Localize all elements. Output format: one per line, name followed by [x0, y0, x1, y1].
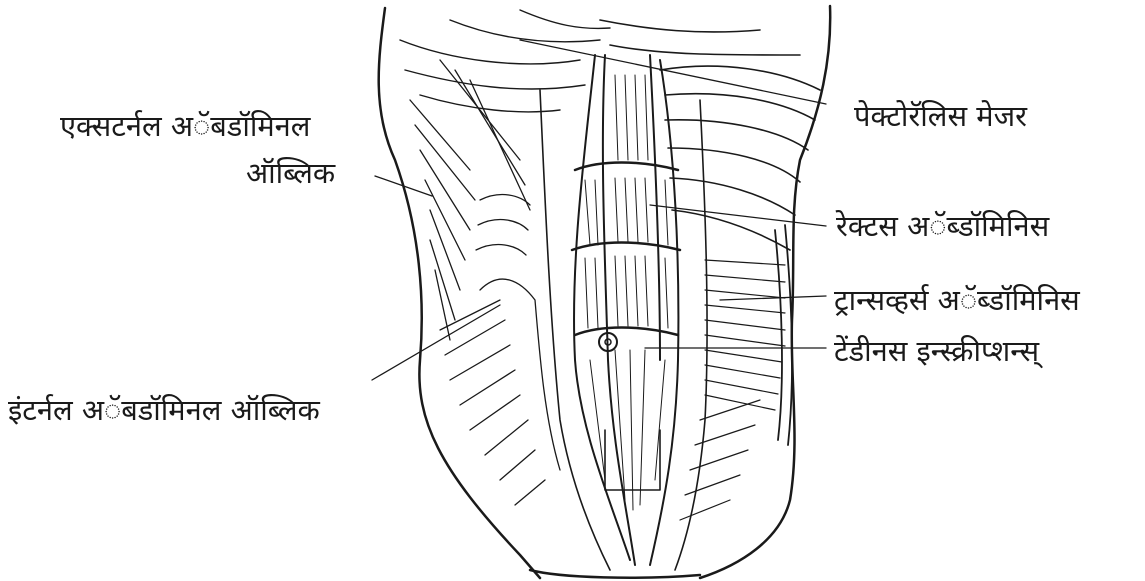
- transversus-abdominis-fibres: [705, 225, 792, 445]
- label-tendinous-inscriptions: टेंडीनस इन्स्क्रीप्शन्स्: [834, 333, 1039, 369]
- label-transversus-abdominis: ट्रान्सव्हर्स अॅब्डॉमिनिस: [834, 282, 1080, 318]
- internal-oblique-fibres: [440, 279, 560, 505]
- rectus-abdominis: [572, 55, 680, 565]
- label-external-oblique-line2: ऑब्लिक: [246, 155, 335, 191]
- label-external-oblique-line1: एक्सटर्नल अॅबडॉमिनल: [60, 108, 310, 144]
- pectoralis-major-left: [400, 10, 610, 112]
- external-oblique-fibres: [410, 60, 530, 340]
- label-rectus-abdominis: रेक्टस अॅब्डॉमिनिस: [836, 208, 1049, 244]
- leader-external-oblique: [375, 176, 432, 196]
- label-pectoralis-major: पेक्टोरॅलिस मेजर: [854, 98, 1027, 134]
- leader-internal-oblique: [372, 305, 500, 380]
- right-oblique-fibres: [680, 400, 760, 520]
- rib-cage: [600, 20, 820, 250]
- label-internal-oblique: इंटर्नल अॅबडॉमिनल ऑब्लिक: [8, 392, 320, 428]
- rectus-fibres: [585, 75, 668, 510]
